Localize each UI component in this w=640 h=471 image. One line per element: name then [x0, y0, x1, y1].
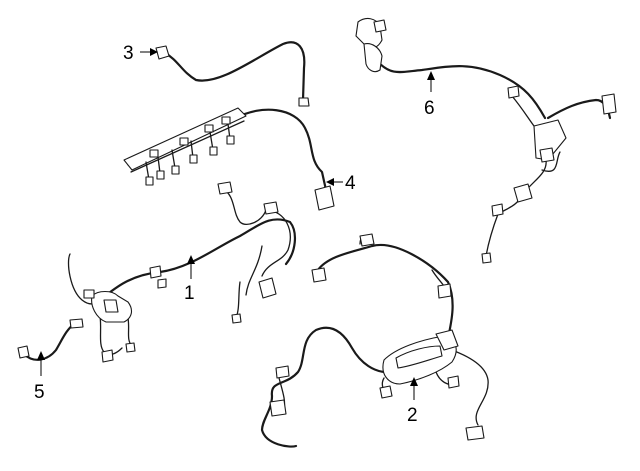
callout-label-3: 3 — [123, 43, 134, 64]
callout-label-4: 4 — [345, 173, 356, 194]
callout-label-2: 2 — [407, 405, 418, 426]
callout-2: 2 — [407, 377, 418, 426]
callout-3: 3 — [123, 43, 158, 64]
callout-6: 6 — [424, 71, 435, 119]
callout-label-6: 6 — [424, 98, 435, 119]
harness-part-5[interactable] — [17, 318, 84, 361]
callout-5: 5 — [34, 351, 45, 403]
harness-part-1[interactable] — [67, 181, 296, 363]
callout-4: 4 — [326, 173, 356, 194]
harness-part-2[interactable] — [260, 233, 489, 448]
callout-label-1: 1 — [184, 283, 195, 304]
harness-part-4[interactable] — [123, 107, 335, 211]
callout-1: 1 — [184, 255, 195, 304]
harness-part-3[interactable] — [155, 41, 310, 107]
harness-part-6[interactable] — [355, 17, 617, 264]
callout-label-5: 5 — [34, 382, 45, 403]
